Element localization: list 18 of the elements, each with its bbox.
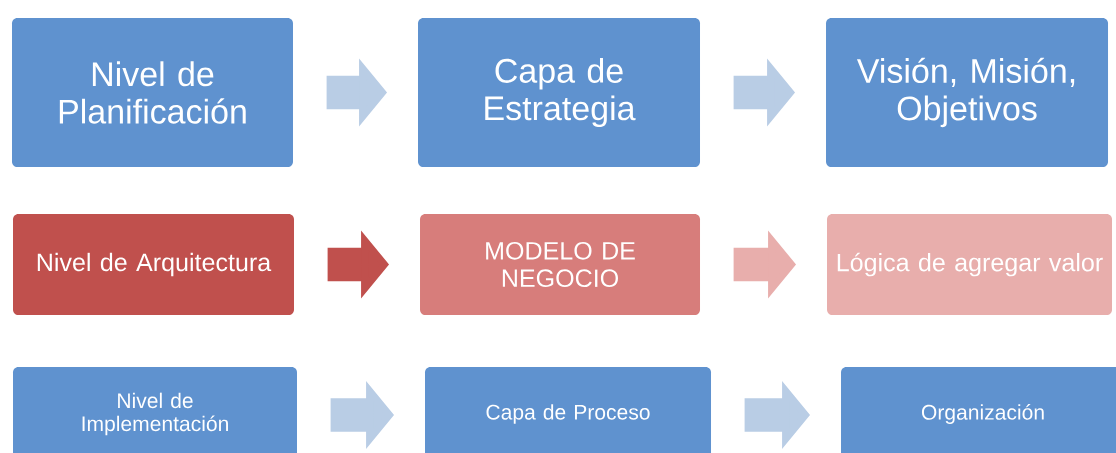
box-label: Capa de Estrategia: [485, 57, 636, 128]
process-box: [418, 18, 700, 167]
box-label: MODELO DE NEGOCIO: [486, 241, 635, 288]
box-label: Visión, Misión, Objetivos: [856, 57, 1075, 128]
box-label: Nivel de Planificación: [59, 61, 246, 124]
process-box: [425, 367, 711, 453]
box-label: Organización: [921, 404, 1044, 424]
process-box: [12, 18, 293, 167]
process-box: [420, 214, 700, 315]
box-label: Nivel de Arquitectura: [37, 252, 272, 277]
box-label: Lógica de agregar valor: [837, 252, 1103, 277]
box-label: Nivel de Implementación: [82, 392, 228, 436]
process-box: [826, 18, 1108, 167]
process-box: [841, 367, 1116, 453]
box-label: Capa de Proceso: [486, 404, 650, 424]
process-box: [827, 214, 1112, 315]
process-box: [13, 214, 294, 315]
process-box: [13, 367, 297, 453]
